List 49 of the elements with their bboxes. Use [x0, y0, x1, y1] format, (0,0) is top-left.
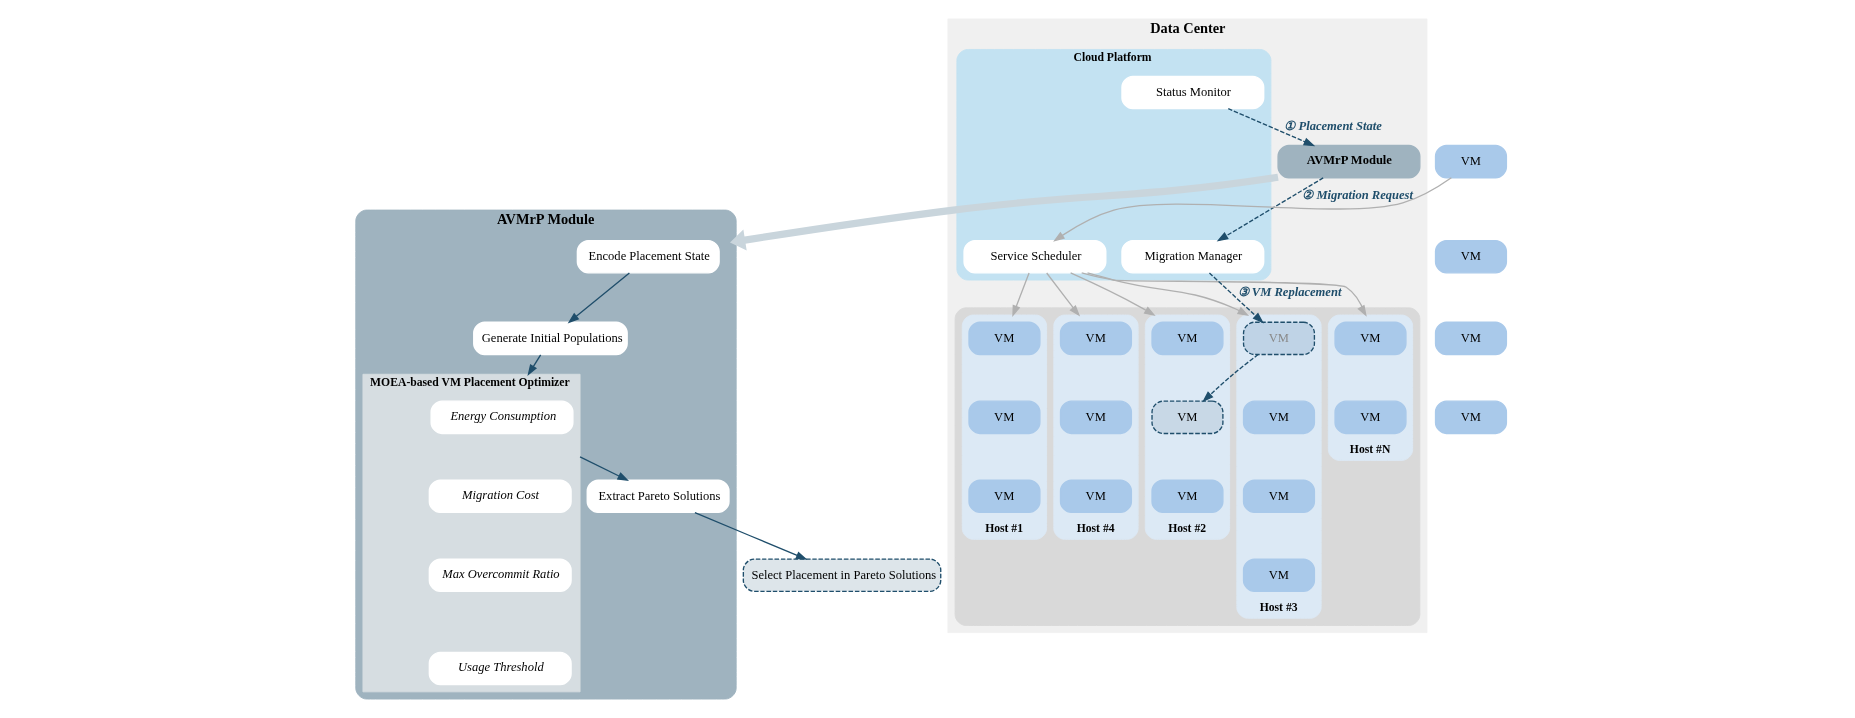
node-box: VM	[1434, 400, 1508, 435]
edge-label: ③ VM Replacement	[1237, 285, 1342, 300]
node-box: AVMrP Module	[1277, 144, 1421, 179]
node-box: VM	[1151, 479, 1224, 514]
arrow	[1046, 272, 1081, 317]
arrow	[1208, 272, 1264, 324]
arrow	[579, 456, 630, 481]
node-box: Service Scheduler	[963, 239, 1107, 274]
arrow	[527, 354, 542, 376]
arrow	[1012, 272, 1030, 317]
node-box: VM	[1434, 239, 1508, 274]
node-box: Energy Consumption	[430, 400, 574, 435]
arrow	[1053, 177, 1453, 242]
arrow	[730, 173, 1279, 251]
node-box: VM	[968, 479, 1041, 514]
arrow	[1216, 177, 1324, 242]
node-box: VM	[1334, 321, 1407, 356]
node-box: VM	[1151, 321, 1224, 356]
arrow	[1069, 272, 1156, 317]
node-box: VM	[1434, 144, 1508, 179]
node-box: Encode Placement State	[576, 239, 720, 274]
edge-label: ① Placement State	[1284, 118, 1382, 133]
node-box: Generate Initial Populations	[473, 321, 628, 356]
arrow	[1202, 353, 1259, 403]
node-box: Usage Threshold	[428, 651, 572, 686]
node-box: VM	[1151, 400, 1224, 435]
node-box: VM	[1242, 479, 1316, 514]
node-box: VM	[1242, 558, 1316, 593]
node-box: VM	[1242, 321, 1316, 356]
arrow	[567, 272, 631, 324]
node-box: VM	[1334, 400, 1407, 435]
node-box: VM	[1059, 479, 1133, 514]
node-box: VM	[968, 400, 1041, 435]
node-box: VM	[1434, 321, 1508, 356]
node-box: VM	[1059, 321, 1133, 356]
arrow	[694, 511, 808, 560]
node-box: Migration Manager	[1121, 239, 1265, 274]
arrow	[1081, 272, 1367, 317]
node-box: Select Placement in Pareto Solutions	[742, 558, 942, 593]
arrow	[1086, 272, 1250, 316]
node-box: Migration Cost	[428, 479, 572, 514]
edge-label: ② Migration Request	[1302, 187, 1413, 202]
node-box: VM	[1242, 400, 1316, 435]
arrow	[1227, 108, 1316, 147]
node-box: Max Overcommit Ratio	[428, 558, 572, 593]
node-box: Extract Pareto Solutions	[586, 479, 730, 514]
node-box: VM	[968, 321, 1041, 356]
node-box: VM	[1059, 400, 1133, 435]
node-box: Status Monitor	[1121, 75, 1265, 110]
